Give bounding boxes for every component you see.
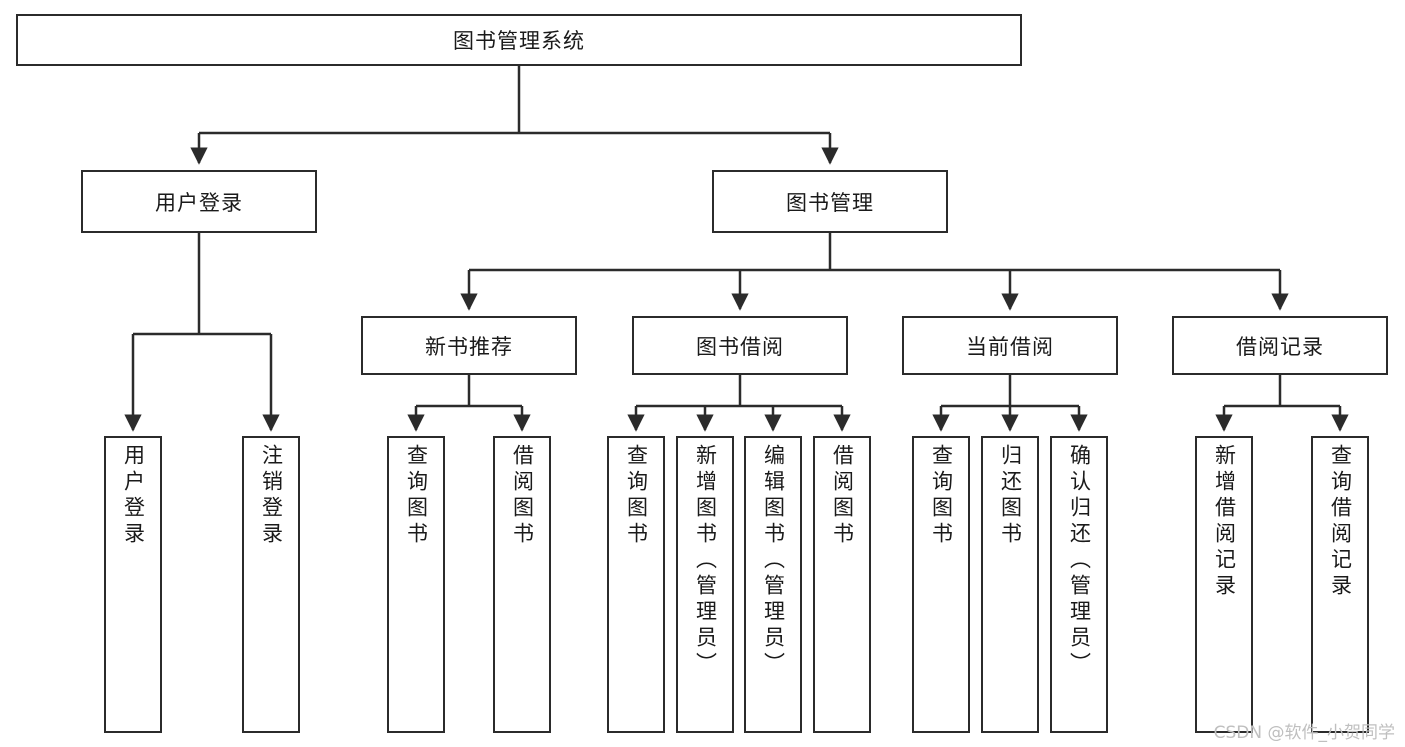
leaf-label: 归还图书 xyxy=(998,444,1023,548)
node-borrow-record[interactable]: 借阅记录 xyxy=(1172,316,1388,375)
leaf-label: 查询图书 xyxy=(929,444,954,548)
leaf-label: 新增借阅记录 xyxy=(1212,444,1237,600)
watermark-text: CSDN @软件_小贺同学 xyxy=(1213,723,1395,743)
node-user-login[interactable]: 用户登录 xyxy=(81,170,317,233)
leaf-label: 确认归还（管理员） xyxy=(1067,444,1092,678)
leaf-label: 新增图书（管理员） xyxy=(693,444,718,678)
leaf-label: 注销登录 xyxy=(259,444,284,548)
node-leaf-borrow-book-recommend[interactable]: 借阅图书 xyxy=(493,436,551,733)
node-leaf-query-book-recommend[interactable]: 查询图书 xyxy=(387,436,445,733)
leaf-label: 编辑图书（管理员） xyxy=(761,444,786,678)
node-book-manage[interactable]: 图书管理 xyxy=(712,170,948,233)
node-leaf-edit-book-admin[interactable]: 编辑图书（管理员） xyxy=(744,436,802,733)
node-leaf-logout-login[interactable]: 注销登录 xyxy=(242,436,300,733)
leaf-label: 借阅图书 xyxy=(510,444,535,548)
node-leaf-query-book-borrow[interactable]: 查询图书 xyxy=(607,436,665,733)
leaf-label: 借阅图书 xyxy=(830,444,855,548)
node-current-borrow[interactable]: 当前借阅 xyxy=(902,316,1118,375)
leaf-label: 查询借阅记录 xyxy=(1328,444,1353,600)
node-leaf-query-book-current[interactable]: 查询图书 xyxy=(912,436,970,733)
leaf-label: 查询图书 xyxy=(404,444,429,548)
node-leaf-return-book[interactable]: 归还图书 xyxy=(981,436,1039,733)
leaf-label: 查询图书 xyxy=(624,444,649,548)
node-book-borrow[interactable]: 图书借阅 xyxy=(632,316,848,375)
node-new-book-recommend[interactable]: 新书推荐 xyxy=(361,316,577,375)
node-leaf-user-login[interactable]: 用户登录 xyxy=(104,436,162,733)
node-leaf-add-borrow-record[interactable]: 新增借阅记录 xyxy=(1195,436,1253,733)
node-leaf-query-borrow-record[interactable]: 查询借阅记录 xyxy=(1311,436,1369,733)
node-root-book-management-system[interactable]: 图书管理系统 xyxy=(16,14,1022,66)
node-leaf-borrow-book[interactable]: 借阅图书 xyxy=(813,436,871,733)
node-leaf-add-book-admin[interactable]: 新增图书（管理员） xyxy=(676,436,734,733)
node-leaf-confirm-return-admin[interactable]: 确认归还（管理员） xyxy=(1050,436,1108,733)
leaf-label: 用户登录 xyxy=(121,444,146,548)
